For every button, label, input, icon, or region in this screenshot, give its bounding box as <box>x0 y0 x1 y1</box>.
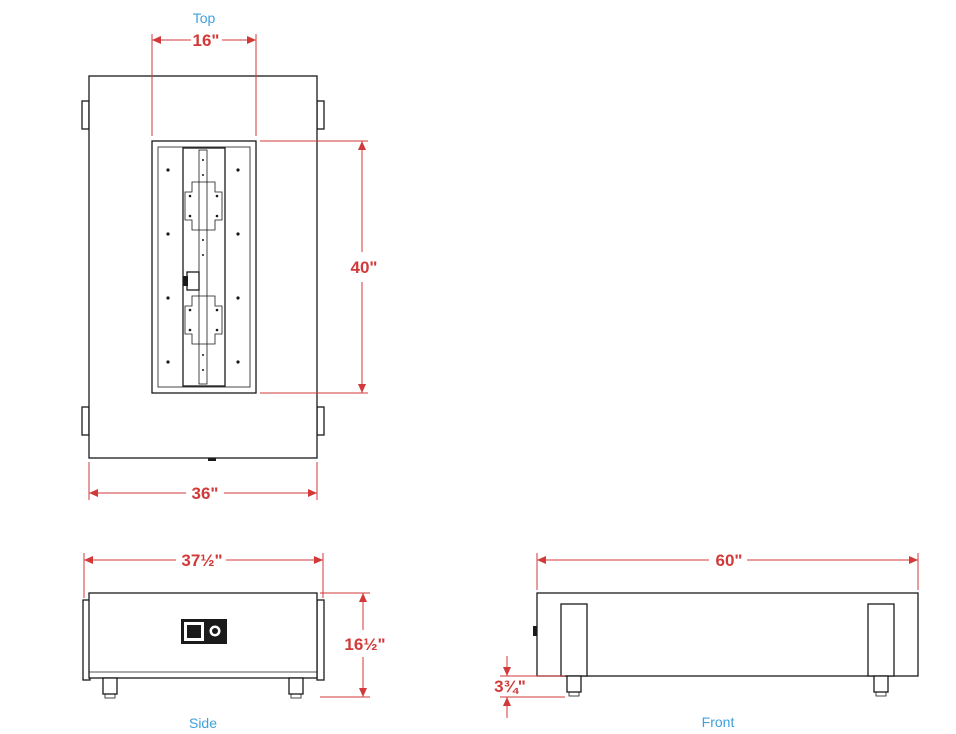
dim-front-width: 60" <box>716 551 743 570</box>
dim-side-height: 16½" <box>344 635 385 654</box>
dim-leg-height: 3¾" <box>494 677 526 696</box>
front-end-panel-right <box>867 603 895 677</box>
top-tab-left-upper <box>81 100 90 130</box>
front-view: Front 60" 3¾" <box>494 551 919 730</box>
top-tab-left-lower <box>81 406 90 436</box>
side-view-title: Side <box>189 715 217 731</box>
front-end-panel-left <box>560 603 588 677</box>
dim-burner-width: 16" <box>193 31 220 50</box>
top-tab-right-lower <box>316 406 325 436</box>
front-view-title: Front <box>702 714 735 730</box>
front-leg-left <box>566 675 582 693</box>
control-panel <box>181 619 227 644</box>
side-leg-left <box>102 677 118 695</box>
dim-top-width: 36" <box>192 484 219 503</box>
side-leg-right <box>288 677 304 695</box>
side-lip-right <box>316 599 325 681</box>
dim-side-width: 37½" <box>181 551 222 570</box>
dim-burner-length: 40" <box>351 258 378 277</box>
burner-pan <box>151 140 257 394</box>
side-view: Side 37½" 16½" <box>82 551 386 731</box>
front-table-outline <box>536 592 919 677</box>
front-valve-nub <box>533 626 537 636</box>
top-view-title: Top <box>193 10 216 26</box>
front-leg-right <box>873 675 889 693</box>
top-valve-nub <box>208 458 216 461</box>
top-view: Top <box>81 10 378 503</box>
top-tab-right-upper <box>316 100 325 130</box>
